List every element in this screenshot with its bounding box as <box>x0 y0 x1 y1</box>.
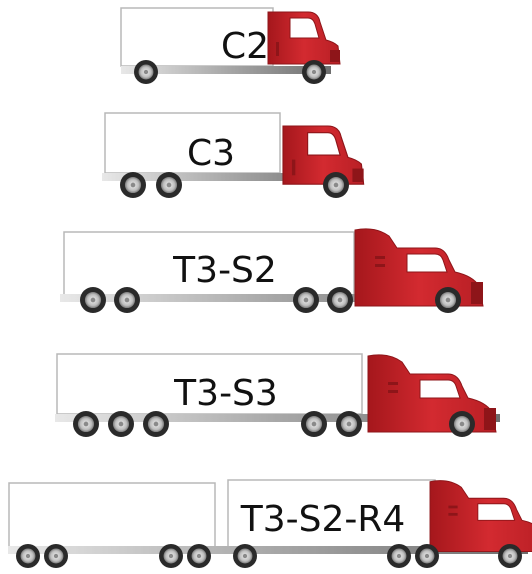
hub-center <box>311 69 317 75</box>
tractor-cab <box>367 354 497 433</box>
sleeper-vent <box>448 505 458 509</box>
wheel <box>156 172 182 198</box>
wheel <box>327 287 353 313</box>
hub-center <box>242 553 248 559</box>
wheel <box>16 544 40 568</box>
vehicle-c2: C2 <box>120 7 341 84</box>
tractor-grille <box>484 408 496 430</box>
wheel <box>302 60 326 84</box>
hub-center <box>337 297 343 303</box>
wheel <box>159 544 183 568</box>
trailer-box <box>8 482 216 548</box>
tractor-cab <box>429 480 532 553</box>
tractor-cab-window <box>406 253 448 273</box>
cab <box>267 11 341 65</box>
vehicle-t3-s2: T3-S2 <box>60 228 484 313</box>
grille <box>352 168 364 182</box>
semitrailer-box <box>227 479 436 549</box>
wheel <box>415 544 439 568</box>
tractor-cab <box>354 228 484 307</box>
tractor-grille <box>471 282 483 304</box>
sleeper-vent <box>388 390 398 393</box>
vehicle-code-label: C3 <box>187 133 235 174</box>
door-handle <box>291 159 296 176</box>
vehicle-c3: C3 <box>102 112 365 198</box>
hub-center <box>311 421 317 427</box>
cab <box>282 125 365 185</box>
hub-center <box>83 421 89 427</box>
cargo-box <box>120 7 274 67</box>
chassis-frame <box>55 414 500 422</box>
hub-center <box>25 553 31 559</box>
hub-center <box>396 553 402 559</box>
hub-center <box>143 69 149 75</box>
wheel <box>120 172 146 198</box>
wheel <box>73 411 99 437</box>
chassis-frame <box>60 294 480 302</box>
hub-center <box>507 553 513 559</box>
grille <box>330 50 340 62</box>
wheel <box>293 287 319 313</box>
vehicle-code-label: T3-S2 <box>172 250 277 291</box>
wheel <box>336 411 362 437</box>
hub-center <box>124 297 130 303</box>
cab-window <box>289 17 320 39</box>
semitrailer-box <box>63 231 355 297</box>
vehicle-code-label: C2 <box>221 26 269 67</box>
tractor-cab-window <box>477 503 516 521</box>
hub-center <box>196 553 202 559</box>
hub-center <box>53 553 59 559</box>
wheel <box>187 544 211 568</box>
sleeper-vent <box>448 512 458 516</box>
vehicle-code-label: T3-S2-R4 <box>240 499 406 540</box>
hub-center <box>130 182 136 188</box>
hub-center <box>333 182 339 188</box>
wheel <box>449 411 475 437</box>
wheel <box>323 172 349 198</box>
wheel <box>233 544 257 568</box>
wheel <box>301 411 327 437</box>
hub-center <box>459 421 465 427</box>
hub-center <box>166 182 172 188</box>
wheel <box>108 411 134 437</box>
chassis-frame <box>8 546 528 554</box>
hub-center <box>346 421 352 427</box>
hub-center <box>168 553 174 559</box>
tractor-cab-window <box>419 379 461 399</box>
hub-center <box>153 421 159 427</box>
chassis-frame <box>121 66 331 74</box>
hub-center <box>424 553 430 559</box>
wheel <box>143 411 169 437</box>
chassis-frame <box>102 173 352 181</box>
wheel <box>44 544 68 568</box>
vehicle-t3-s2-r4: T3-S2-R4 <box>8 479 532 568</box>
vehicle-t3-s3: T3-S3 <box>55 353 500 437</box>
wheel <box>498 544 522 568</box>
wheel <box>80 287 106 313</box>
hub-center <box>445 297 451 303</box>
wheel <box>134 60 158 84</box>
wheel <box>387 544 411 568</box>
sleeper-vent <box>375 256 385 259</box>
cargo-box <box>104 112 281 174</box>
vehicle-code-label: T3-S3 <box>173 373 278 414</box>
semitrailer-box <box>56 353 363 415</box>
hub-center <box>90 297 96 303</box>
hub-center <box>118 421 124 427</box>
sleeper-vent <box>388 382 398 385</box>
sleeper-vent <box>375 264 385 267</box>
wheel <box>114 287 140 313</box>
hub-center <box>303 297 309 303</box>
cab-window <box>307 132 341 156</box>
wheel <box>435 287 461 313</box>
door-handle <box>276 42 279 56</box>
